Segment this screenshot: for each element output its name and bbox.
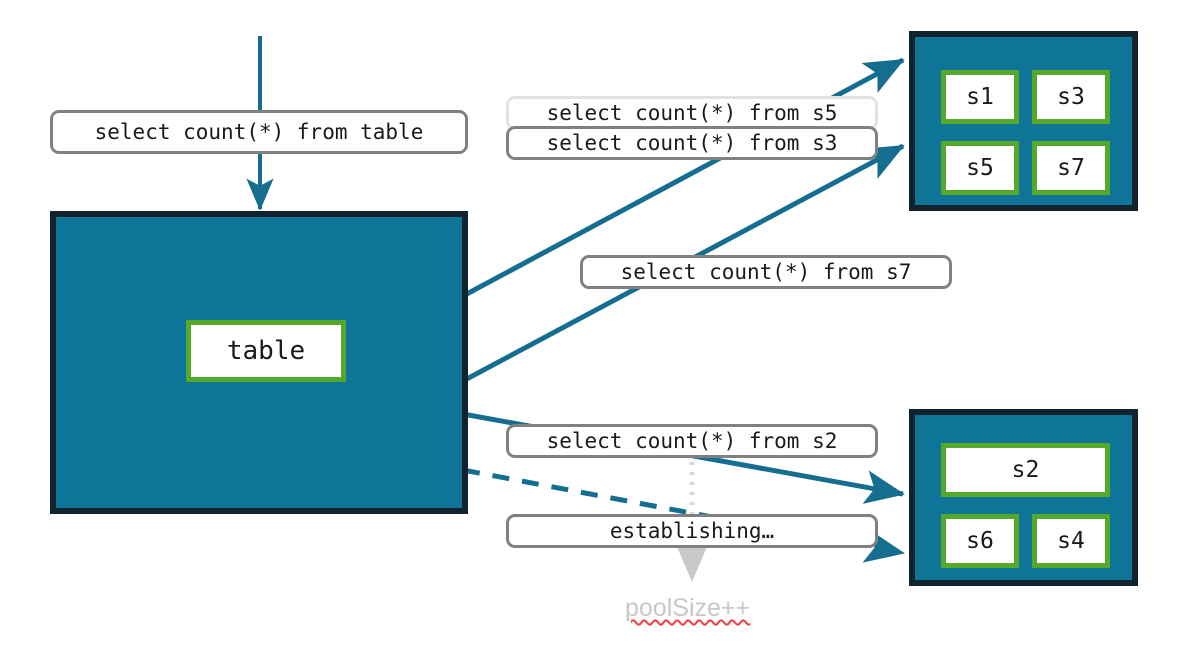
pool-node-s4[interactable]: s4	[1032, 514, 1110, 568]
label-entry-query[interactable]: select count(*) from table	[50, 110, 468, 154]
pool-node-s2[interactable]: s2	[941, 443, 1110, 497]
pool-top: s1 s3 s5 s7	[909, 31, 1138, 211]
pool-node-s1[interactable]: s1	[941, 70, 1019, 124]
table-container: table	[50, 211, 468, 514]
pool-node-s6[interactable]: s6	[941, 514, 1019, 568]
label-query-s2[interactable]: select count(*) from s2	[506, 424, 878, 458]
table-node[interactable]: table	[186, 320, 346, 382]
pool-size-note: poolSize++	[625, 594, 751, 622]
pool-node-s5[interactable]: s5	[941, 141, 1019, 195]
pool-node-s3[interactable]: s3	[1032, 70, 1110, 124]
pool-node-s7[interactable]: s7	[1032, 141, 1110, 195]
label-query-s3[interactable]: select count(*) from s3	[506, 126, 878, 160]
label-query-s7[interactable]: select count(*) from s7	[580, 255, 952, 289]
pool-bottom: s2 s6 s4	[909, 409, 1138, 586]
label-query-s5[interactable]: select count(*) from s5	[506, 96, 878, 130]
label-establishing[interactable]: establishing…	[506, 514, 878, 548]
